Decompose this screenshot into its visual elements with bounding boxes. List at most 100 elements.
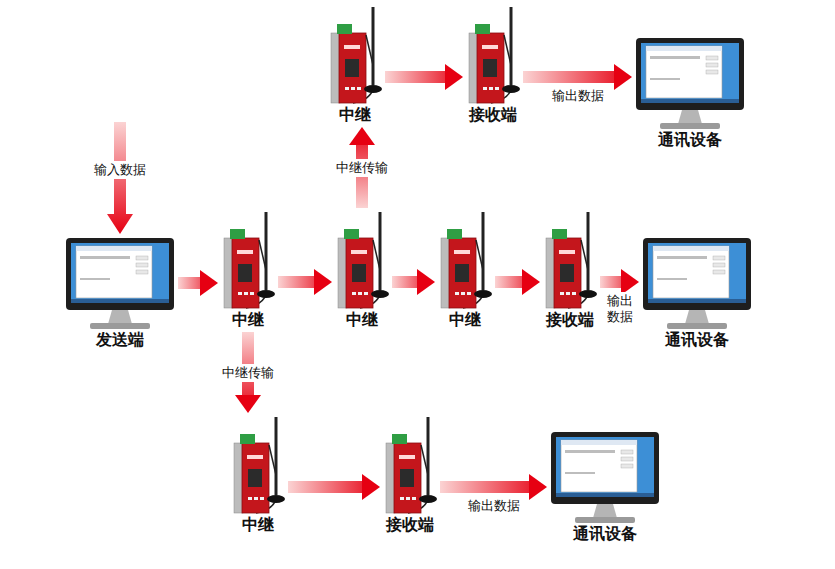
device-port (455, 264, 469, 282)
antenna-rod (372, 7, 375, 85)
device-body (339, 33, 366, 103)
antenna-base (257, 290, 275, 298)
radio-device-icon (327, 5, 383, 105)
terminal-block (337, 24, 352, 34)
window-text-line (650, 78, 680, 80)
monitor-bezel (551, 432, 659, 504)
antenna-cable (259, 240, 266, 270)
window-button (713, 270, 725, 274)
arrow-shaft (440, 481, 530, 493)
node-label: 中继 (437, 310, 493, 330)
device-led (566, 292, 570, 295)
node-label: 通讯设备 (641, 330, 753, 350)
device-led (351, 87, 355, 90)
device-body (242, 443, 269, 513)
node-label: 中继 (334, 310, 390, 330)
device-body (554, 238, 581, 308)
device-led (560, 292, 564, 295)
monitor-node: 通讯设备 (549, 432, 661, 544)
radio-device-icon (334, 210, 390, 310)
antenna-base (419, 495, 437, 503)
window-button (136, 270, 148, 274)
app-window (653, 246, 729, 298)
arrow-shaft (178, 277, 201, 289)
node-label: 中继 (327, 105, 383, 125)
window-button (621, 450, 633, 454)
monitor-bezel (636, 38, 744, 110)
device-led (250, 292, 254, 295)
arrow-shaft (600, 276, 622, 288)
device-label (482, 45, 498, 49)
terminal-block (475, 24, 490, 34)
arrow-head (417, 269, 435, 295)
terminal-block (230, 229, 245, 239)
device-label (399, 455, 415, 459)
transmission-arrow (385, 64, 463, 90)
monitor-base (660, 123, 720, 129)
window-button (706, 70, 718, 74)
arrow-head (445, 64, 463, 90)
antenna-base (579, 290, 597, 298)
device-body (449, 238, 476, 308)
window-button (621, 464, 633, 468)
transmission-arrow (178, 270, 218, 296)
device-led (400, 497, 404, 500)
arrow-head (522, 269, 540, 295)
antenna-cable (581, 240, 588, 270)
window-field (657, 256, 707, 259)
monitor-neck (593, 504, 617, 518)
device-port (352, 264, 366, 282)
device-led (254, 497, 258, 500)
antenna-cable (373, 240, 380, 270)
node-label: 通讯设备 (634, 130, 746, 150)
monitor-bezel (66, 238, 174, 310)
transmission-arrow (495, 269, 540, 295)
monitor-icon (641, 238, 753, 330)
arrow-shaft (495, 276, 523, 288)
antenna-rod (427, 417, 430, 495)
radio-device-icon (230, 415, 286, 515)
device-led (467, 292, 471, 295)
node-label: 通讯设备 (549, 524, 661, 544)
monitor-neck (678, 110, 702, 124)
window-text-line (565, 472, 595, 474)
device-led (461, 292, 465, 295)
device-node: 中继 (334, 210, 390, 330)
device-led (406, 497, 410, 500)
window-field (80, 256, 130, 259)
arrow-shaft (385, 71, 446, 83)
terminal-block (552, 229, 567, 239)
device-led (483, 87, 487, 90)
monitor-neck (108, 310, 132, 324)
arrow-head (349, 127, 375, 145)
arrow-head (614, 64, 632, 90)
device-led (412, 497, 416, 500)
terminal-block (344, 229, 359, 239)
arrow-head (529, 474, 547, 500)
antenna-cable (421, 445, 428, 475)
device-led (244, 292, 248, 295)
window-title-bar (76, 246, 152, 251)
device-port (400, 469, 414, 487)
device-led (345, 87, 349, 90)
device-led (248, 497, 252, 500)
device-node: 接收端 (542, 210, 598, 330)
antenna-rod (379, 212, 382, 290)
arrow-head (362, 474, 380, 500)
antenna-base (364, 85, 382, 93)
device-led (260, 497, 264, 500)
antenna-rod (482, 212, 485, 290)
antenna-base (502, 85, 520, 93)
device-led (489, 87, 493, 90)
window-button (136, 263, 148, 267)
device-led (455, 292, 459, 295)
monitor-base (667, 323, 727, 329)
window-title-bar (561, 440, 637, 445)
arrow-shaft (392, 276, 418, 288)
monitor-node: 通讯设备 (634, 38, 746, 150)
device-body (346, 238, 373, 308)
antenna-rod (510, 7, 513, 85)
device-led (352, 292, 356, 295)
window-text-line (657, 278, 687, 280)
antenna-base (267, 495, 285, 503)
